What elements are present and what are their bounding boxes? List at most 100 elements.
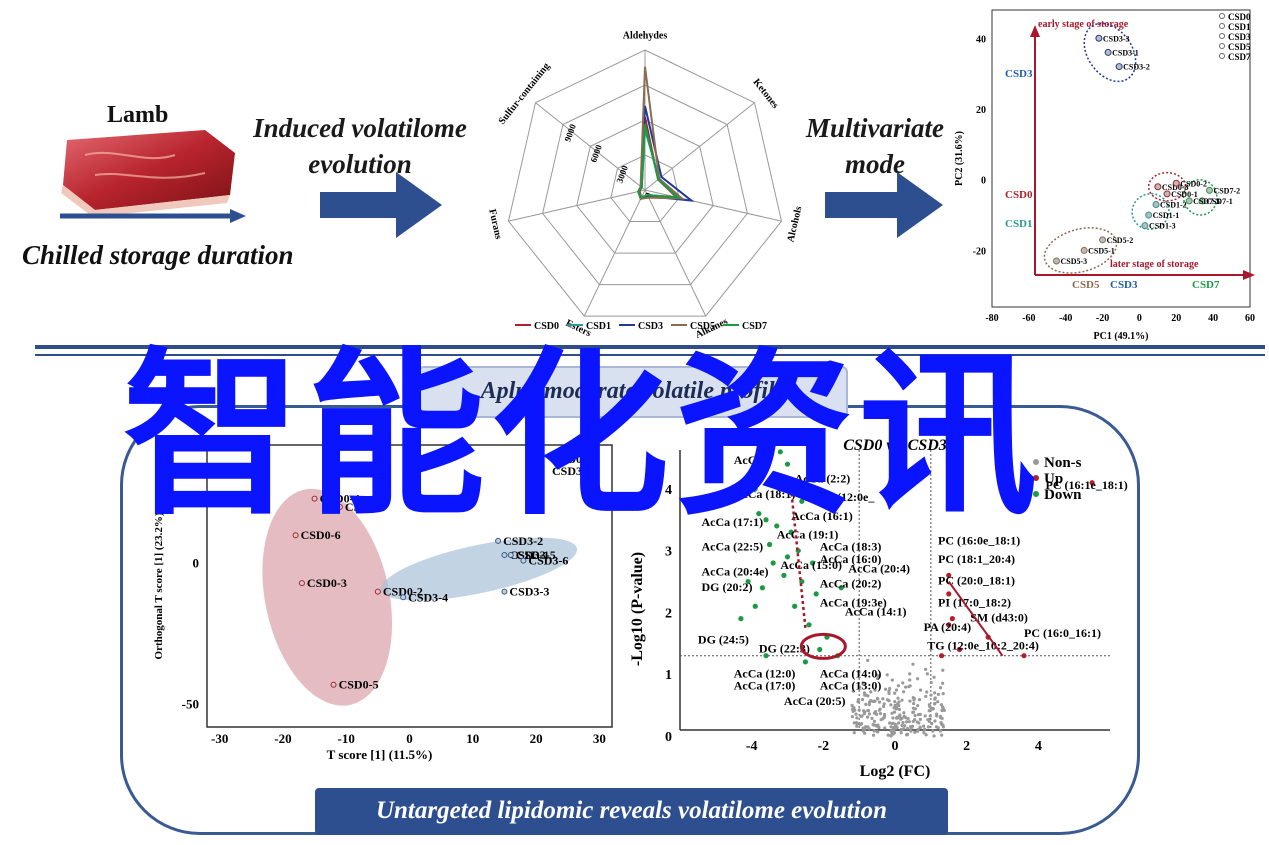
volcano-down-label: AcCa (16:0) <box>820 552 882 566</box>
pca-point-label: CSD7-1 <box>1206 197 1233 206</box>
volcano-point-nonsig <box>878 712 883 716</box>
radar-legend-label: CSD5 <box>690 321 715 332</box>
volcano-point-nonsig <box>925 672 929 676</box>
volcano-point-nonsig <box>933 719 937 723</box>
volcano-point-nonsig <box>882 704 886 709</box>
volcano-point-nonsig <box>854 712 858 716</box>
radar-tick-label: 9000 <box>562 122 578 143</box>
volcano-down-label: AcCa (20:2) <box>820 577 882 591</box>
volcano-point-nonsig <box>902 727 906 731</box>
volcano-point-nonsig <box>862 712 866 716</box>
opls-point <box>292 532 299 539</box>
pca-point-label: CSD3-3 <box>1103 34 1130 43</box>
volcano-point-nonsig <box>923 714 927 718</box>
volcano-point-nonsig <box>890 721 894 726</box>
volcano-point-nonsig <box>889 725 893 729</box>
volcano-point-down <box>763 517 769 523</box>
opls-xtick: 0 <box>406 731 413 746</box>
volcano-point-nonsig <box>885 673 889 677</box>
opls-point-label: CSD3-6 <box>528 554 568 568</box>
pca-group-label: CSD3 <box>1005 68 1033 80</box>
volcano-point-nonsig <box>907 685 911 689</box>
volcano-point-nonsig <box>893 700 897 704</box>
volcano-point-nonsig <box>909 729 913 733</box>
volcano-point-down <box>763 653 769 659</box>
volcano-point-up <box>946 572 952 578</box>
volcano-point-nonsig <box>940 733 944 737</box>
opls-point-label: CSD0-4 <box>320 492 360 506</box>
pca-arrow-up-label: early stage of storage <box>1038 19 1129 30</box>
volcano-point-down <box>799 498 805 504</box>
volcano-point-nonsig <box>911 719 915 723</box>
volcano-point-up <box>949 616 955 622</box>
volcano-point-nonsig <box>858 723 863 727</box>
pca-group-ellipse <box>1131 193 1170 231</box>
volcano-point-nonsig <box>913 713 917 718</box>
volcano-point-nonsig <box>922 730 926 735</box>
volcano-point-nonsig <box>904 685 908 689</box>
pca-group-label: CSD1 <box>1005 218 1033 230</box>
opls-point <box>495 537 502 544</box>
opls-xlabel: T score [1] (11.5%) <box>327 747 433 762</box>
volcano-point-nonsig <box>901 681 905 685</box>
volcano-point-nonsig <box>908 678 912 682</box>
volcano-ytick: 3 <box>665 545 672 560</box>
volcano-point-nonsig <box>889 734 893 738</box>
volcano-point-nonsig <box>911 710 915 714</box>
volcano-point-nonsig <box>928 714 932 718</box>
pca-xtick: 60 <box>1245 313 1255 324</box>
volcano-point-up <box>956 646 963 653</box>
pca-point-label: CSD1-1 <box>1153 211 1180 220</box>
volcano-up-label: TG (12:0e_10:2_20:4) <box>927 639 1039 653</box>
pca-frame <box>991 9 1251 308</box>
pca-ylabel: PC2 (31.6%) <box>954 131 965 186</box>
volcano-point-nonsig <box>864 702 868 706</box>
volcano-point-nonsig <box>925 690 929 694</box>
volcano-xtick: 4 <box>1035 739 1042 754</box>
volcano-xtick: 0 <box>892 739 899 754</box>
volcano-title: CSD0 vs. CSD3 <box>843 437 947 454</box>
volcano-point-nonsig <box>941 725 946 729</box>
opls-point-label: CSD0-6 <box>301 528 341 542</box>
volcano-point-nonsig <box>936 700 940 704</box>
opls-csd0-ellipse <box>262 488 393 706</box>
pca-group-label: CSD0 <box>1005 189 1033 201</box>
volcano-point-nonsig <box>941 668 945 672</box>
volcano-point-nonsig <box>864 693 869 697</box>
volcano-point-nonsig <box>926 725 931 729</box>
volcano-point-nonsig <box>858 685 862 689</box>
volcano-point-nonsig <box>888 721 892 725</box>
volcano-point-down <box>806 622 812 628</box>
volcano-point-down <box>756 511 762 517</box>
opls-ytick: -50 <box>182 696 199 711</box>
opls-xtick: 10 <box>466 731 479 746</box>
volcano-point-nonsig <box>932 675 936 679</box>
divider-thick <box>35 345 1265 349</box>
opls-point <box>311 495 318 502</box>
volcano-point-down <box>802 659 809 665</box>
pca-legend-label: CSD7 <box>1228 52 1251 62</box>
volcano-point-nonsig <box>924 667 928 671</box>
opls-point <box>501 588 508 595</box>
volcano-point-nonsig <box>901 720 905 725</box>
volcano-down-label: AcCa (2:2) <box>795 472 851 486</box>
volcano-point-nonsig <box>877 700 882 704</box>
radar-tick-label: 3000 <box>614 164 630 185</box>
opls-point-label: CSD3-4 <box>408 590 448 604</box>
volcano-point-down <box>838 585 844 591</box>
volcano-point-nonsig <box>880 717 885 721</box>
volcano-point-nonsig <box>897 707 902 711</box>
pca-point-label: CSD0-3 <box>1162 183 1189 192</box>
volcano-point-nonsig <box>891 716 895 720</box>
radar-grid-ring <box>507 49 783 317</box>
pca-arrow-right-head <box>1243 270 1255 280</box>
volcano-point-nonsig <box>916 677 920 681</box>
pca-point <box>1205 186 1213 194</box>
opls-point-label: CSD0-2 <box>383 585 423 599</box>
opls-point-label: CSD0-3 <box>307 576 347 590</box>
pca-point-label: CSD3-1 <box>1112 48 1139 57</box>
volcano-point-nonsig <box>862 691 867 695</box>
volcano-up-label: PC (16:1e_18:1) <box>1046 478 1128 492</box>
pca-point <box>1099 236 1107 244</box>
volcano-point-nonsig <box>857 708 861 712</box>
